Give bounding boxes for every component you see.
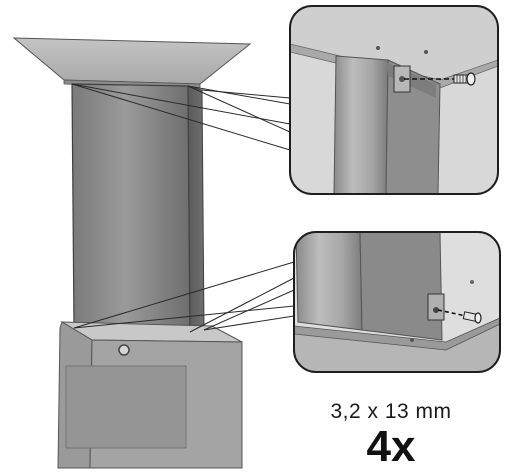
screw-size-label: 3,2 x 13 mm [330,400,452,423]
screw-guide-bottom [437,309,467,317]
hood-base [57,321,243,469]
screw-top [453,72,476,86]
zoom-detail-top [289,5,499,195]
callout-lines-top [71,83,291,151]
zoom-detail-bottom [293,231,501,373]
chimney-flange [12,37,252,89]
screw-bottom [462,311,482,324]
base-knob [118,344,130,356]
screw-quantity-label: 4x [366,422,416,471]
callout-lines-bottom [73,261,295,333]
